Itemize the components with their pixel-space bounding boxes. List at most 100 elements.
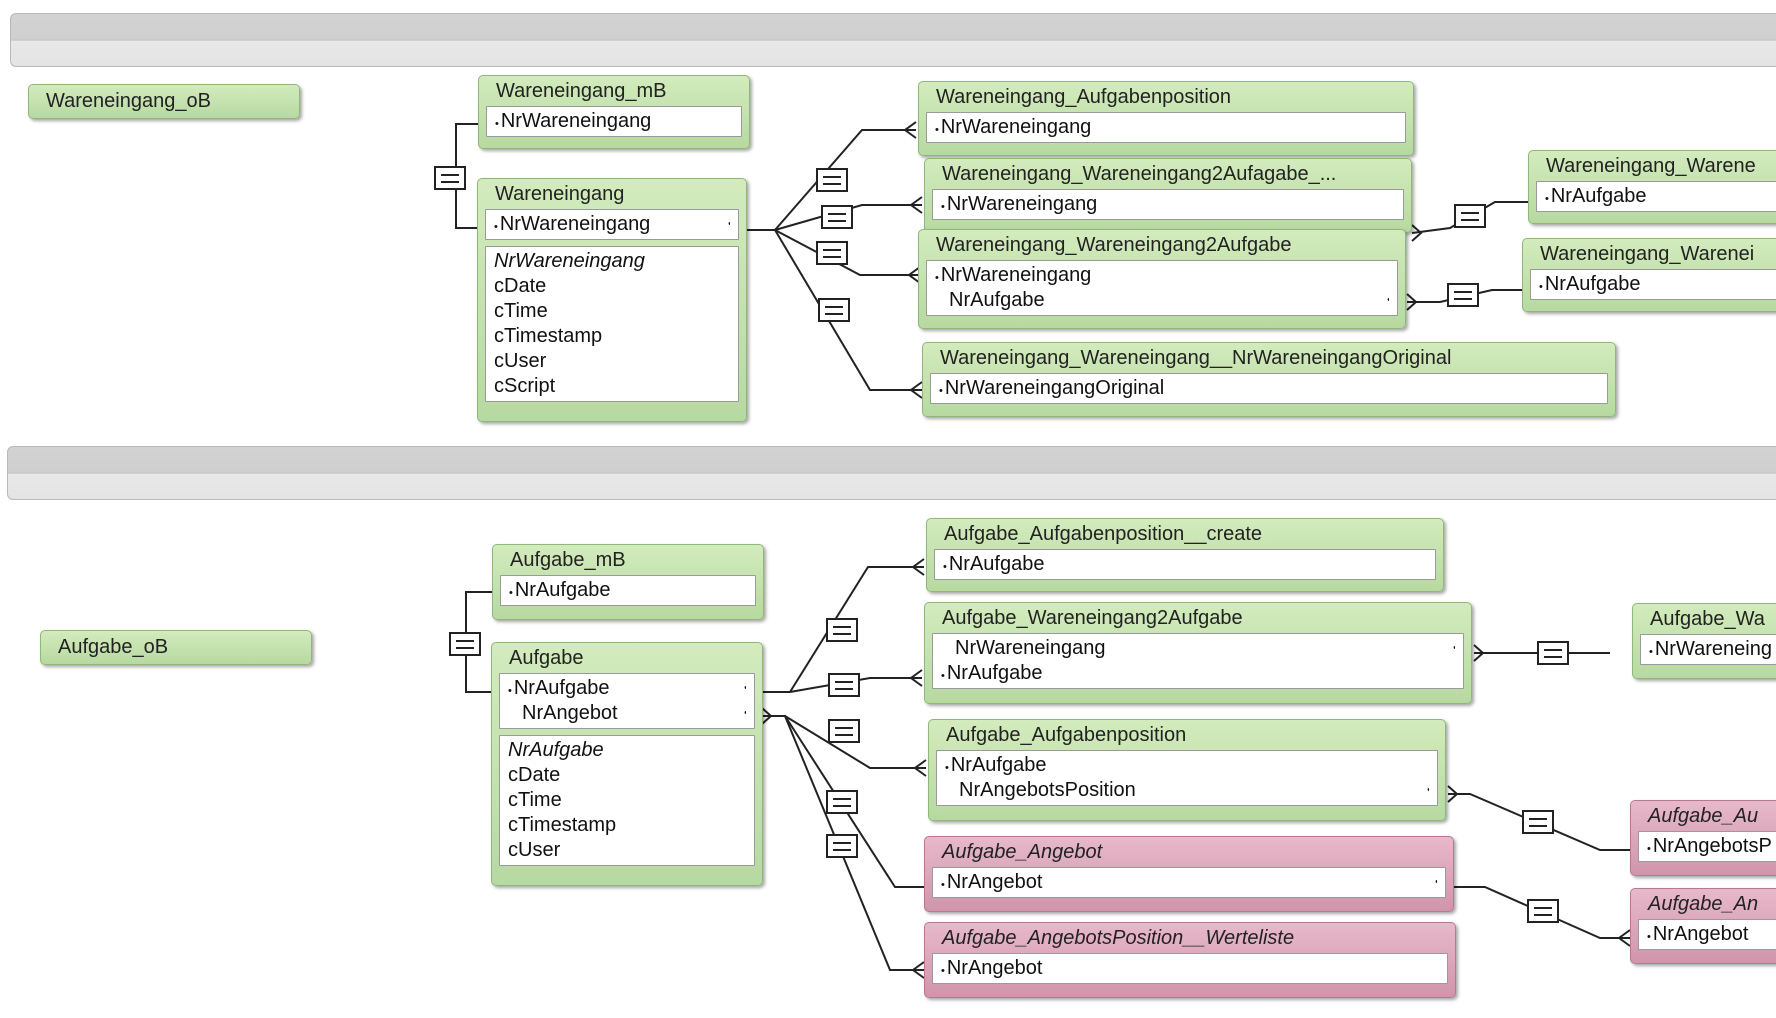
crowfoot-marks: [761, 121, 1631, 979]
key-field-list: •NrWareneingang: [926, 112, 1406, 143]
field-row[interactable]: •NrAufgabe: [509, 578, 747, 603]
key-dot-icon: •: [1545, 193, 1549, 205]
key-field-list: •NrWareneingangOriginal: [930, 373, 1608, 404]
key-dot-icon: •: [945, 762, 949, 774]
relationship-line: [789, 677, 922, 693]
relationship-equal-icon[interactable]: [816, 168, 848, 192]
field-row[interactable]: •NrAufgabe: [943, 552, 1427, 577]
table-occurrence-wareneingang[interactable]: Wareneingang •NrWareneingang• NrWarenein…: [477, 178, 747, 422]
key-field-list: •NrAngebotsP: [1638, 831, 1776, 862]
table-occurrence-wareneingang-ob[interactable]: Wareneingang_oB: [28, 84, 300, 119]
field-row[interactable]: •NrWareneingang: [935, 115, 1397, 140]
table-occurrence-wareneingang-nrwareneingangoriginal[interactable]: Wareneingang_Wareneingang__NrWareneingan…: [922, 342, 1616, 417]
field-name: NrAufgabe: [946, 662, 1043, 684]
key-dot-icon: •: [1539, 281, 1543, 293]
field-row[interactable]: NrAufgabe•: [935, 288, 1389, 313]
relationship-equal-icon[interactable]: [826, 790, 858, 814]
table-occurrence-wareneingang-warene[interactable]: Wareneingang_Warene •NrAufgabe: [1528, 150, 1776, 224]
table-occurrence-wareneingang-wareneingang2aufagabe[interactable]: Wareneingang_Wareneingang2Aufagabe_... •…: [924, 158, 1412, 233]
table-occurrence-wareneingang-aufgabenposition[interactable]: Wareneingang_Aufgabenposition •NrWarenei…: [918, 81, 1414, 156]
field-row[interactable]: cTimestamp: [508, 814, 617, 836]
table-title: Aufgabe_Aufgabenposition__create: [944, 523, 1263, 545]
relationship-line: [774, 129, 916, 231]
relationship-equal-icon[interactable]: [1527, 899, 1559, 923]
key-dot-icon: •: [941, 670, 945, 682]
table-occurrence-aufgabe-angebot[interactable]: Aufgabe_Angebot •NrAngebot•: [924, 836, 1454, 912]
table-occurrence-aufgabe-wa[interactable]: Aufgabe_Wa •NrWareneing: [1632, 603, 1776, 679]
field-row[interactable]: •NrWareneingang: [495, 109, 733, 134]
field-row[interactable]: •NrAngebot: [941, 956, 1439, 981]
table-title: Wareneingang_oB: [46, 90, 211, 112]
table-title: Wareneingang_Wareneingang2Aufagabe_...: [942, 163, 1337, 185]
field-row[interactable]: •NrAufgabe•: [508, 676, 746, 701]
relationship-equal-icon[interactable]: [1537, 641, 1569, 665]
field-row[interactable]: •NrWareneing: [1649, 637, 1775, 662]
field-row[interactable]: cUser: [508, 839, 561, 861]
table-occurrence-aufgabe-au[interactable]: Aufgabe_Au •NrAngebotsP: [1630, 800, 1776, 876]
field-row[interactable]: •NrWareneingang•: [494, 212, 730, 237]
table-occurrence-wareneingang-wareneingang2aufgabe[interactable]: Wareneingang_Wareneingang2Aufgabe •NrWar…: [918, 229, 1406, 329]
field-row[interactable]: cTime: [494, 300, 548, 322]
relationship-equal-icon[interactable]: [1454, 204, 1486, 228]
table-occurrence-aufgabe-aufgabenposition[interactable]: Aufgabe_Aufgabenposition •NrAufgabe NrAn…: [928, 719, 1446, 821]
field-row[interactable]: NrAngebot•: [508, 701, 746, 726]
field-row[interactable]: NrWareneingang: [494, 250, 645, 272]
relationship-equal-icon[interactable]: [816, 241, 848, 265]
field-name: NrWareneingang: [499, 213, 651, 235]
field-row[interactable]: •NrAufgabe: [1539, 272, 1771, 297]
field-name: NrWareneingangOriginal: [944, 377, 1165, 399]
field-row[interactable]: •NrWareneingangOriginal: [939, 376, 1599, 401]
field-row[interactable]: NrWareneingang•: [941, 636, 1455, 661]
table-occurrence-aufgabe-aufgabenposition-create[interactable]: Aufgabe_Aufgabenposition__create •NrAufg…: [926, 518, 1444, 592]
field-row[interactable]: •NrAufgabe: [945, 753, 1429, 778]
relationship-equal-icon[interactable]: [449, 632, 481, 656]
relationship-equal-icon[interactable]: [1522, 810, 1554, 834]
field-name: NrWareneingang: [955, 637, 1106, 659]
field-row[interactable]: cScript: [494, 375, 556, 397]
field-row[interactable]: •NrAngebotsP: [1647, 834, 1775, 859]
key-field-list: •NrAufgabe: [934, 549, 1436, 580]
field-row[interactable]: •NrAngebot•: [941, 870, 1437, 895]
table-occurrence-wareneingang-warenei[interactable]: Wareneingang_Warenei •NrAufgabe: [1522, 238, 1776, 312]
field-row[interactable]: •NrWareneingang: [941, 192, 1395, 217]
field-row[interactable]: •NrAngebot: [1647, 922, 1775, 947]
field-row[interactable]: cTimestamp: [494, 325, 603, 347]
relationship-equal-icon[interactable]: [1447, 283, 1479, 307]
table-title: Aufgabe_Angebot: [942, 841, 1103, 863]
relationship-equal-icon[interactable]: [821, 205, 853, 229]
relationship-equal-icon[interactable]: [826, 834, 858, 858]
key-dot-icon: •: [941, 965, 945, 977]
field-row[interactable]: •NrAufgabe: [1545, 184, 1771, 209]
field-row[interactable]: cUser: [494, 350, 547, 372]
field-row[interactable]: cDate: [508, 764, 561, 786]
table-occurrence-aufgabe-ob[interactable]: Aufgabe_oB: [40, 630, 312, 665]
table-occurrence-aufgabe-wareneingang2aufgabe[interactable]: Aufgabe_Wareneingang2Aufgabe NrWareneing…: [924, 602, 1472, 704]
field-name: NrWareneingang: [500, 110, 652, 132]
relationship-equal-icon[interactable]: [434, 166, 466, 190]
key-dot-icon: •: [495, 118, 499, 130]
field-row[interactable]: •NrWareneingang: [935, 263, 1389, 288]
relationship-equal-icon[interactable]: [828, 719, 860, 743]
relationship-line: [774, 204, 922, 231]
field-name: NrAufgabe: [950, 754, 1047, 776]
relationship-equal-icon[interactable]: [828, 673, 860, 697]
field-row[interactable]: cDate: [494, 275, 547, 297]
table-occurrence-wareneingang-mb[interactable]: Wareneingang_mB •NrWareneingang: [478, 75, 750, 149]
field-name: NrWareneing: [1654, 638, 1772, 660]
field-name: NrAufgabe: [949, 289, 1045, 311]
relationship-equal-icon[interactable]: [826, 618, 858, 642]
key-field-list: •NrWareneingang: [486, 106, 742, 137]
relationship-equal-icon[interactable]: [818, 298, 850, 322]
field-row[interactable]: cTime: [508, 789, 562, 811]
field-name: NrAufgabe: [1544, 273, 1641, 295]
table-occurrence-aufgabe-an[interactable]: Aufgabe_An •NrAngebot: [1630, 888, 1776, 964]
table-occurrence-aufgabe[interactable]: Aufgabe •NrAufgabe• NrAngebot• NrAufgabe…: [491, 642, 763, 886]
field-row[interactable]: •NrAufgabe: [941, 661, 1455, 686]
field-name: NrWareneingang: [940, 264, 1092, 286]
table-title: Wareneingang_Aufgabenposition: [936, 86, 1232, 108]
field-row[interactable]: NrAngebotsPosition•: [945, 778, 1429, 803]
table-occurrence-aufgabe-angebotsposition-werteliste[interactable]: Aufgabe_AngebotsPosition__Werteliste •Nr…: [924, 922, 1456, 998]
field-row[interactable]: NrAufgabe: [508, 739, 604, 761]
field-name: NrAngebot: [522, 702, 618, 724]
table-occurrence-aufgabe-mb[interactable]: Aufgabe_mB •NrAufgabe: [492, 544, 764, 620]
